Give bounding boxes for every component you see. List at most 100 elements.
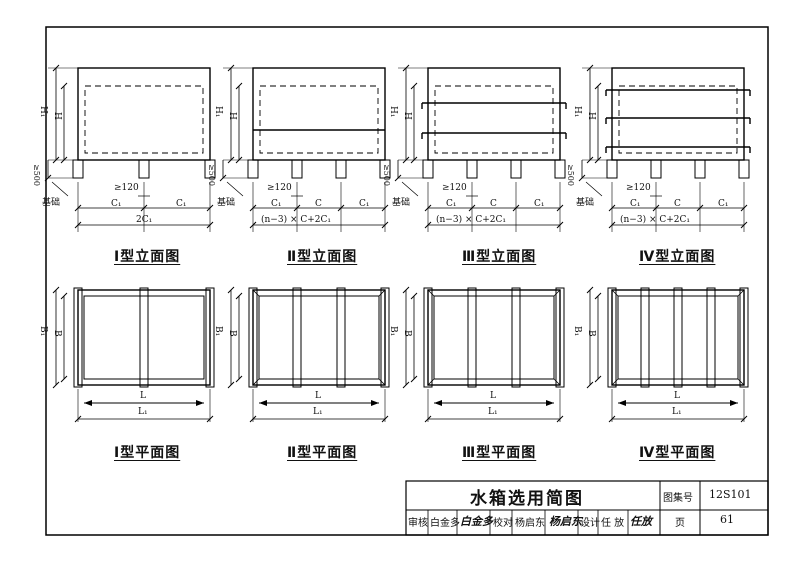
- l-label-4: L: [674, 391, 680, 401]
- support-pier-2-2: [291, 159, 303, 179]
- total-tick-left-3: [424, 221, 432, 229]
- base-tick-3: [394, 174, 402, 182]
- total-tick-right-2: [381, 221, 389, 229]
- total-dim-label-3: (n−3) × C+2C₁: [436, 215, 506, 225]
- support-pier-1-1: [72, 159, 84, 179]
- drawing-title: 水箱选用简图: [470, 489, 584, 509]
- c-tick-4-3: [696, 204, 704, 212]
- tank-inner-dashed-2: [259, 85, 379, 154]
- plan-corner-tl-4: [611, 289, 619, 297]
- c-tick-2-4: [381, 204, 389, 212]
- plan-caption-2: Ⅱ型平面图: [287, 445, 358, 461]
- end-beam-right-2: [380, 287, 390, 388]
- l-label-3: L: [490, 391, 496, 401]
- b-label-4: B: [586, 330, 596, 337]
- base-height-label-2: ≥500: [207, 164, 216, 186]
- plan-corner-bl-4: [611, 378, 619, 386]
- support-pier-3-4: [554, 159, 566, 179]
- support-beam-4-2: [673, 287, 683, 388]
- b1-tick-top-4: [586, 286, 594, 294]
- h-tick-top-1: [60, 82, 68, 90]
- c1-left-label-1: C₁: [111, 199, 122, 209]
- base-height-label-1: ≥500: [32, 164, 41, 186]
- b1-label-2: B₁: [213, 326, 223, 337]
- c-tick-2-2: [293, 204, 301, 212]
- elevation-caption-3: Ⅲ型立面图: [462, 249, 537, 265]
- page-label: 页: [675, 518, 685, 529]
- total-tick-left-1: [74, 221, 82, 229]
- c-mid-label-4: C: [674, 199, 681, 209]
- plan-corner-tl-2: [252, 289, 260, 297]
- foundation-leader-4: [585, 181, 603, 197]
- end-beam-left-1: [73, 287, 83, 388]
- b-label-1: B: [52, 330, 62, 337]
- plan-corner-tl-3: [427, 289, 435, 297]
- plan-corner-bl-2: [252, 378, 260, 386]
- h1-tick-top-1: [52, 64, 60, 72]
- foundation-label-3: 基础: [392, 198, 411, 208]
- c1-right-label-2: C₁: [359, 199, 370, 209]
- c1-right-label-3: C₁: [534, 199, 545, 209]
- foundation-label-1: 基础: [42, 198, 61, 208]
- support-pier-1-2: [138, 159, 150, 179]
- review-label: 审核: [408, 518, 428, 529]
- h1-tick-bottom-1: [52, 156, 60, 164]
- h1-tick-top-4: [586, 64, 594, 72]
- c1-left-label-2: C₁: [271, 199, 282, 209]
- h1-tick-top-3: [402, 64, 410, 72]
- l-arrow-right-2: [371, 400, 379, 406]
- plan-outline-1: [77, 289, 211, 386]
- b1-tick-bottom-2: [227, 381, 235, 389]
- support-beam-3-2: [511, 287, 521, 388]
- l-arrow-right-1: [196, 400, 204, 406]
- support-beam-3-1: [467, 287, 477, 388]
- total-dim-label-1: 2C₁: [136, 215, 153, 225]
- plan-corner-bl-3: [427, 378, 435, 386]
- plan-inner-2: [258, 295, 380, 380]
- b1-tick-bottom-1: [52, 381, 60, 389]
- l-arrow-left-1: [84, 400, 92, 406]
- tank-inner-dashed-3: [434, 85, 554, 154]
- plan-corner-tr-3: [553, 289, 561, 297]
- h-tick-bottom-4: [594, 156, 602, 164]
- check-label: 校对: [493, 518, 513, 529]
- foundation-leader-2: [226, 181, 244, 197]
- c-tick-3-4: [556, 204, 564, 212]
- l-label-1: L: [140, 391, 146, 401]
- c-tick-2-3: [337, 204, 345, 212]
- c-tick-3-2: [468, 204, 476, 212]
- c-mid-label-3: C: [490, 199, 497, 209]
- plan-inner-3: [433, 295, 555, 380]
- total-dim-label-2: (n−3) × C+2C₁: [261, 215, 331, 225]
- tank-outline-1: [77, 67, 211, 161]
- tank-inner-dashed-4: [618, 85, 738, 154]
- h-tick-top-3: [410, 82, 418, 90]
- b-tick-top-4: [594, 292, 602, 300]
- plan-caption-1: Ⅰ型平面图: [114, 445, 181, 461]
- elevation-caption-2: Ⅱ型立面图: [287, 249, 358, 265]
- h1-tick-bottom-2: [227, 156, 235, 164]
- checker-signature: 杨启东: [549, 515, 582, 528]
- atlas-number-label: 图集号: [663, 493, 693, 504]
- support-pier-3-3: [510, 159, 522, 179]
- l-arrow-right-3: [546, 400, 554, 406]
- support-beam-2-1: [292, 287, 302, 388]
- b1-tick-bottom-4: [586, 381, 594, 389]
- foundation-label-4: 基础: [576, 198, 595, 208]
- end-beam-left-3: [423, 287, 433, 388]
- total-dim-label-4: (n−3) × C+2C₁: [620, 215, 690, 225]
- plan-outline-2: [252, 289, 386, 386]
- c-tick-3-1: [424, 204, 432, 212]
- b-label-2: B: [227, 330, 237, 337]
- support-pier-4-3: [694, 159, 706, 179]
- h1-tick-bottom-4: [586, 156, 594, 164]
- h-tick-bottom-2: [235, 156, 243, 164]
- b-tick-top-3: [410, 292, 418, 300]
- support-pier-3-2: [466, 159, 478, 179]
- b1-tick-top-3: [402, 286, 410, 294]
- l1-label-3: L₁: [488, 407, 498, 417]
- checker-name: 杨启东: [515, 518, 545, 529]
- total-tick-left-4: [608, 221, 616, 229]
- support-beam-4-3: [706, 287, 716, 388]
